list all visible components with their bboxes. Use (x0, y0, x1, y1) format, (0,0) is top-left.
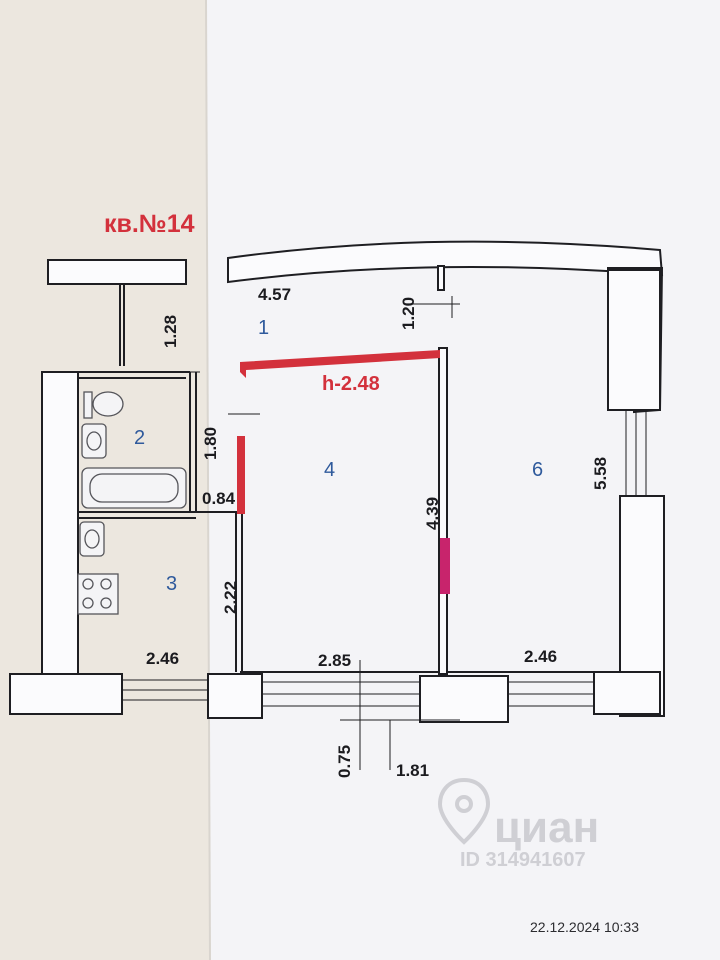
dimension-label: 0.84 (202, 489, 236, 508)
watermark: циан ID 314941607 (437, 777, 599, 871)
dimension-label: 0.75 (335, 745, 354, 778)
wall-left (41, 371, 79, 701)
dimension-label: 2.85 (318, 651, 351, 670)
new-wall-left (237, 436, 245, 514)
dimension-label: 1.28 (161, 315, 180, 348)
apartment-label: кв.№14 (104, 210, 195, 238)
room-number-6: 6 (532, 459, 543, 481)
partition-new-opening (440, 538, 450, 594)
dimension-label: 1.81 (396, 761, 429, 780)
dimension-label: 1.80 (201, 427, 220, 460)
wall-right-upper-box (607, 269, 661, 411)
watermark-listing-id: ID 314941607 (460, 849, 586, 871)
partition-wall (438, 347, 448, 675)
sink-icon (79, 521, 105, 557)
bathtub-icon (81, 467, 187, 509)
wall-bottom-left (9, 673, 123, 715)
photo-timestamp: 22.12.2024 10:33 (530, 919, 639, 935)
wall-bottom-mid-right (419, 675, 509, 723)
partition-top-stub (437, 265, 445, 291)
wall-bottom-right (593, 671, 661, 715)
dimension-label: 4.39 (423, 497, 442, 530)
room-number-3: 3 (166, 573, 177, 595)
new-wall-top (240, 350, 440, 378)
ceiling-height-label: h-2.48 (322, 373, 380, 395)
dimension-label: 2.22 (221, 581, 240, 614)
sink-icon (81, 423, 107, 459)
dimension-label: 5.58 (591, 457, 610, 490)
dimension-label: 4.57 (258, 285, 291, 304)
dimension-label: 2.46 (524, 647, 557, 666)
watermark-brand: циан (494, 803, 599, 852)
stove-icon (77, 573, 119, 615)
room-number-2: 2 (134, 427, 145, 449)
room-number-4: 4 (324, 459, 335, 481)
toilet-icon (83, 391, 124, 419)
dimension-label: 2.46 (146, 649, 179, 668)
location-pin-icon (437, 777, 491, 845)
room-number-1: 1 (258, 317, 269, 339)
wall-top-left (47, 259, 187, 285)
wall-bottom-mid-left (207, 673, 263, 719)
dimension-label: 1.20 (399, 297, 418, 330)
floor-plan (9, 240, 665, 770)
